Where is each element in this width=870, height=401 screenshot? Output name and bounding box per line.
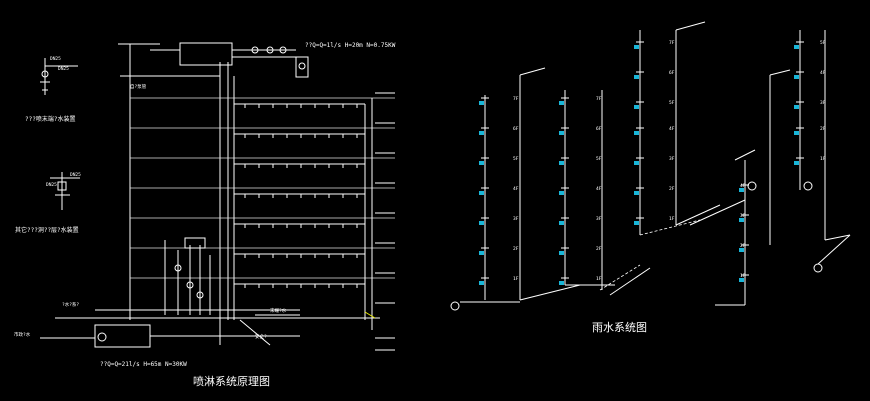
rain-floor-label: 5F — [820, 40, 826, 46]
rain-drain-icon — [479, 221, 484, 225]
rain-floor-label: 3F — [740, 213, 746, 219]
rain-drain-icon — [794, 105, 799, 109]
rain-floor-label: 4F — [740, 183, 746, 189]
rain-drain-icon — [479, 131, 484, 135]
end-test-device-label: ???喷末端?水装置 — [25, 115, 75, 123]
other-test-device-detail: DN25 DN25 其它???洞??层?水装置 — [15, 172, 81, 234]
rain-drain-icon — [794, 161, 799, 165]
svg-text:安全?: 安全? — [255, 333, 267, 340]
rain-drain-icon — [559, 191, 564, 195]
rain-floor-label: 1F — [740, 273, 746, 279]
rain-riser-1 — [450, 67, 581, 311]
rain-drain-icon — [794, 131, 799, 135]
rain-floor-label: 2F — [740, 243, 746, 249]
alarm-valve-group — [164, 237, 211, 315]
rain-floor-label: 4F — [513, 186, 519, 192]
rain-floor-label: 1F — [596, 276, 602, 282]
rain-floor-label: 5F — [596, 156, 602, 162]
other-test-device-label: 其它???洞??层?水装置 — [15, 226, 79, 234]
sprinkler-system-diagram: ??Q=Q=1l/s H=20m N=0.75KW 自?泵管 — [14, 42, 396, 388]
svg-text:自?泵管: 自?泵管 — [130, 83, 147, 90]
inlet-label: 市政?水 — [14, 331, 31, 338]
rain-drain-icon — [634, 45, 639, 49]
rain-floor-label: 6F — [596, 126, 602, 132]
rain-floor-label: 1F — [820, 156, 826, 162]
rain-floor-label: 2F — [513, 246, 519, 252]
rain-drain-icon — [634, 221, 639, 225]
rain-floor-label: 3F — [513, 216, 519, 222]
floor-tags-right — [375, 92, 395, 351]
rain-system-title: 雨水系统图 — [592, 321, 647, 334]
sprinkler-heads — [244, 104, 358, 288]
roof-tank — [179, 42, 233, 66]
rain-floor-label: 5F — [513, 156, 519, 162]
rain-drain-icon — [634, 191, 639, 195]
rain-drain-icon — [634, 105, 639, 109]
rain-drain-icon — [479, 281, 484, 285]
rain-riser-5 — [747, 30, 851, 273]
rain-drain-icon — [739, 188, 744, 192]
svg-text:?水?系?: ?水?系? — [62, 301, 79, 308]
rain-drain-icon — [479, 161, 484, 165]
rain-drain-icon — [559, 281, 564, 285]
rain-floor-label: 3F — [596, 216, 602, 222]
rain-floor-label: 4F — [669, 126, 675, 132]
rain-floor-label: 2F — [669, 186, 675, 192]
rain-drain-icon — [559, 251, 564, 255]
end-test-device-detail: DN25 DN25 ???喷末端?水装置 — [25, 56, 78, 123]
rain-riser-4 — [689, 69, 791, 306]
bottom-pump-spec: ??Q=Q=21l/s H=65m N=30KW — [100, 361, 187, 368]
branch-pipes — [234, 98, 373, 330]
rain-drain-icon — [634, 131, 639, 135]
rain-drain-icon — [739, 248, 744, 252]
rain-drain-icon — [559, 161, 564, 165]
rain-floor-marks: 7F 6F 5F 4F 3F 2F 1F 7F 6F 5F 4F 3F 2F 1F 7F 6F 5F 4F 3F 2F… — [479, 40, 826, 285]
rain-drain-icon — [559, 131, 564, 135]
rain-floor-label: 5F — [669, 100, 675, 106]
rain-floor-label: 3F — [669, 156, 675, 162]
rain-drain-icon — [479, 191, 484, 195]
rain-floor-label: 7F — [669, 40, 675, 46]
floor-lines — [130, 97, 395, 279]
rain-floor-label: 2F — [820, 126, 826, 132]
rain-floor-label: 1F — [669, 216, 675, 222]
top-pump-spec: ??Q=Q=1l/s H=20m N=0.75KW — [305, 42, 396, 49]
sprinkler-system-title: 喷淋系统原理图 — [193, 375, 270, 388]
rain-drain-icon — [479, 251, 484, 255]
svg-text:DN25: DN25 — [70, 172, 81, 178]
rain-floor-label: 6F — [513, 126, 519, 132]
rain-drain-icon — [559, 101, 564, 105]
rain-drain-icon — [559, 221, 564, 225]
rain-floor-label: 1F — [513, 276, 519, 282]
rain-floor-label: 4F — [820, 70, 826, 76]
rain-riser-3 — [639, 21, 721, 236]
svg-text:DN25: DN25 — [50, 56, 61, 62]
rain-floor-label: 7F — [596, 96, 602, 102]
svg-text:DN25: DN25 — [46, 182, 57, 188]
rain-floor-label: 7F — [513, 96, 519, 102]
rain-drain-icon — [794, 75, 799, 79]
rain-floor-label: 3F — [820, 100, 826, 106]
rain-drain-icon — [794, 45, 799, 49]
rain-drain-icon — [739, 278, 744, 282]
rain-drain-icon — [479, 101, 484, 105]
rain-floor-label: 6F — [669, 70, 675, 76]
rain-drain-icon — [634, 75, 639, 79]
rain-floor-label: 2F — [596, 246, 602, 252]
svg-text:末端?水: 末端?水 — [270, 307, 287, 314]
fire-pump — [94, 324, 151, 348]
rain-drain-icon — [739, 218, 744, 222]
rain-floor-label: 4F — [596, 186, 602, 192]
svg-text:DN25: DN25 — [58, 66, 69, 72]
rain-drain-icon — [634, 161, 639, 165]
rain-system-diagram: 7F 6F 5F 4F 3F 2F 1F 7F 6F 5F 4F 3F 2F 1F 7F 6F 5F 4F 3F 2F… — [450, 21, 851, 334]
